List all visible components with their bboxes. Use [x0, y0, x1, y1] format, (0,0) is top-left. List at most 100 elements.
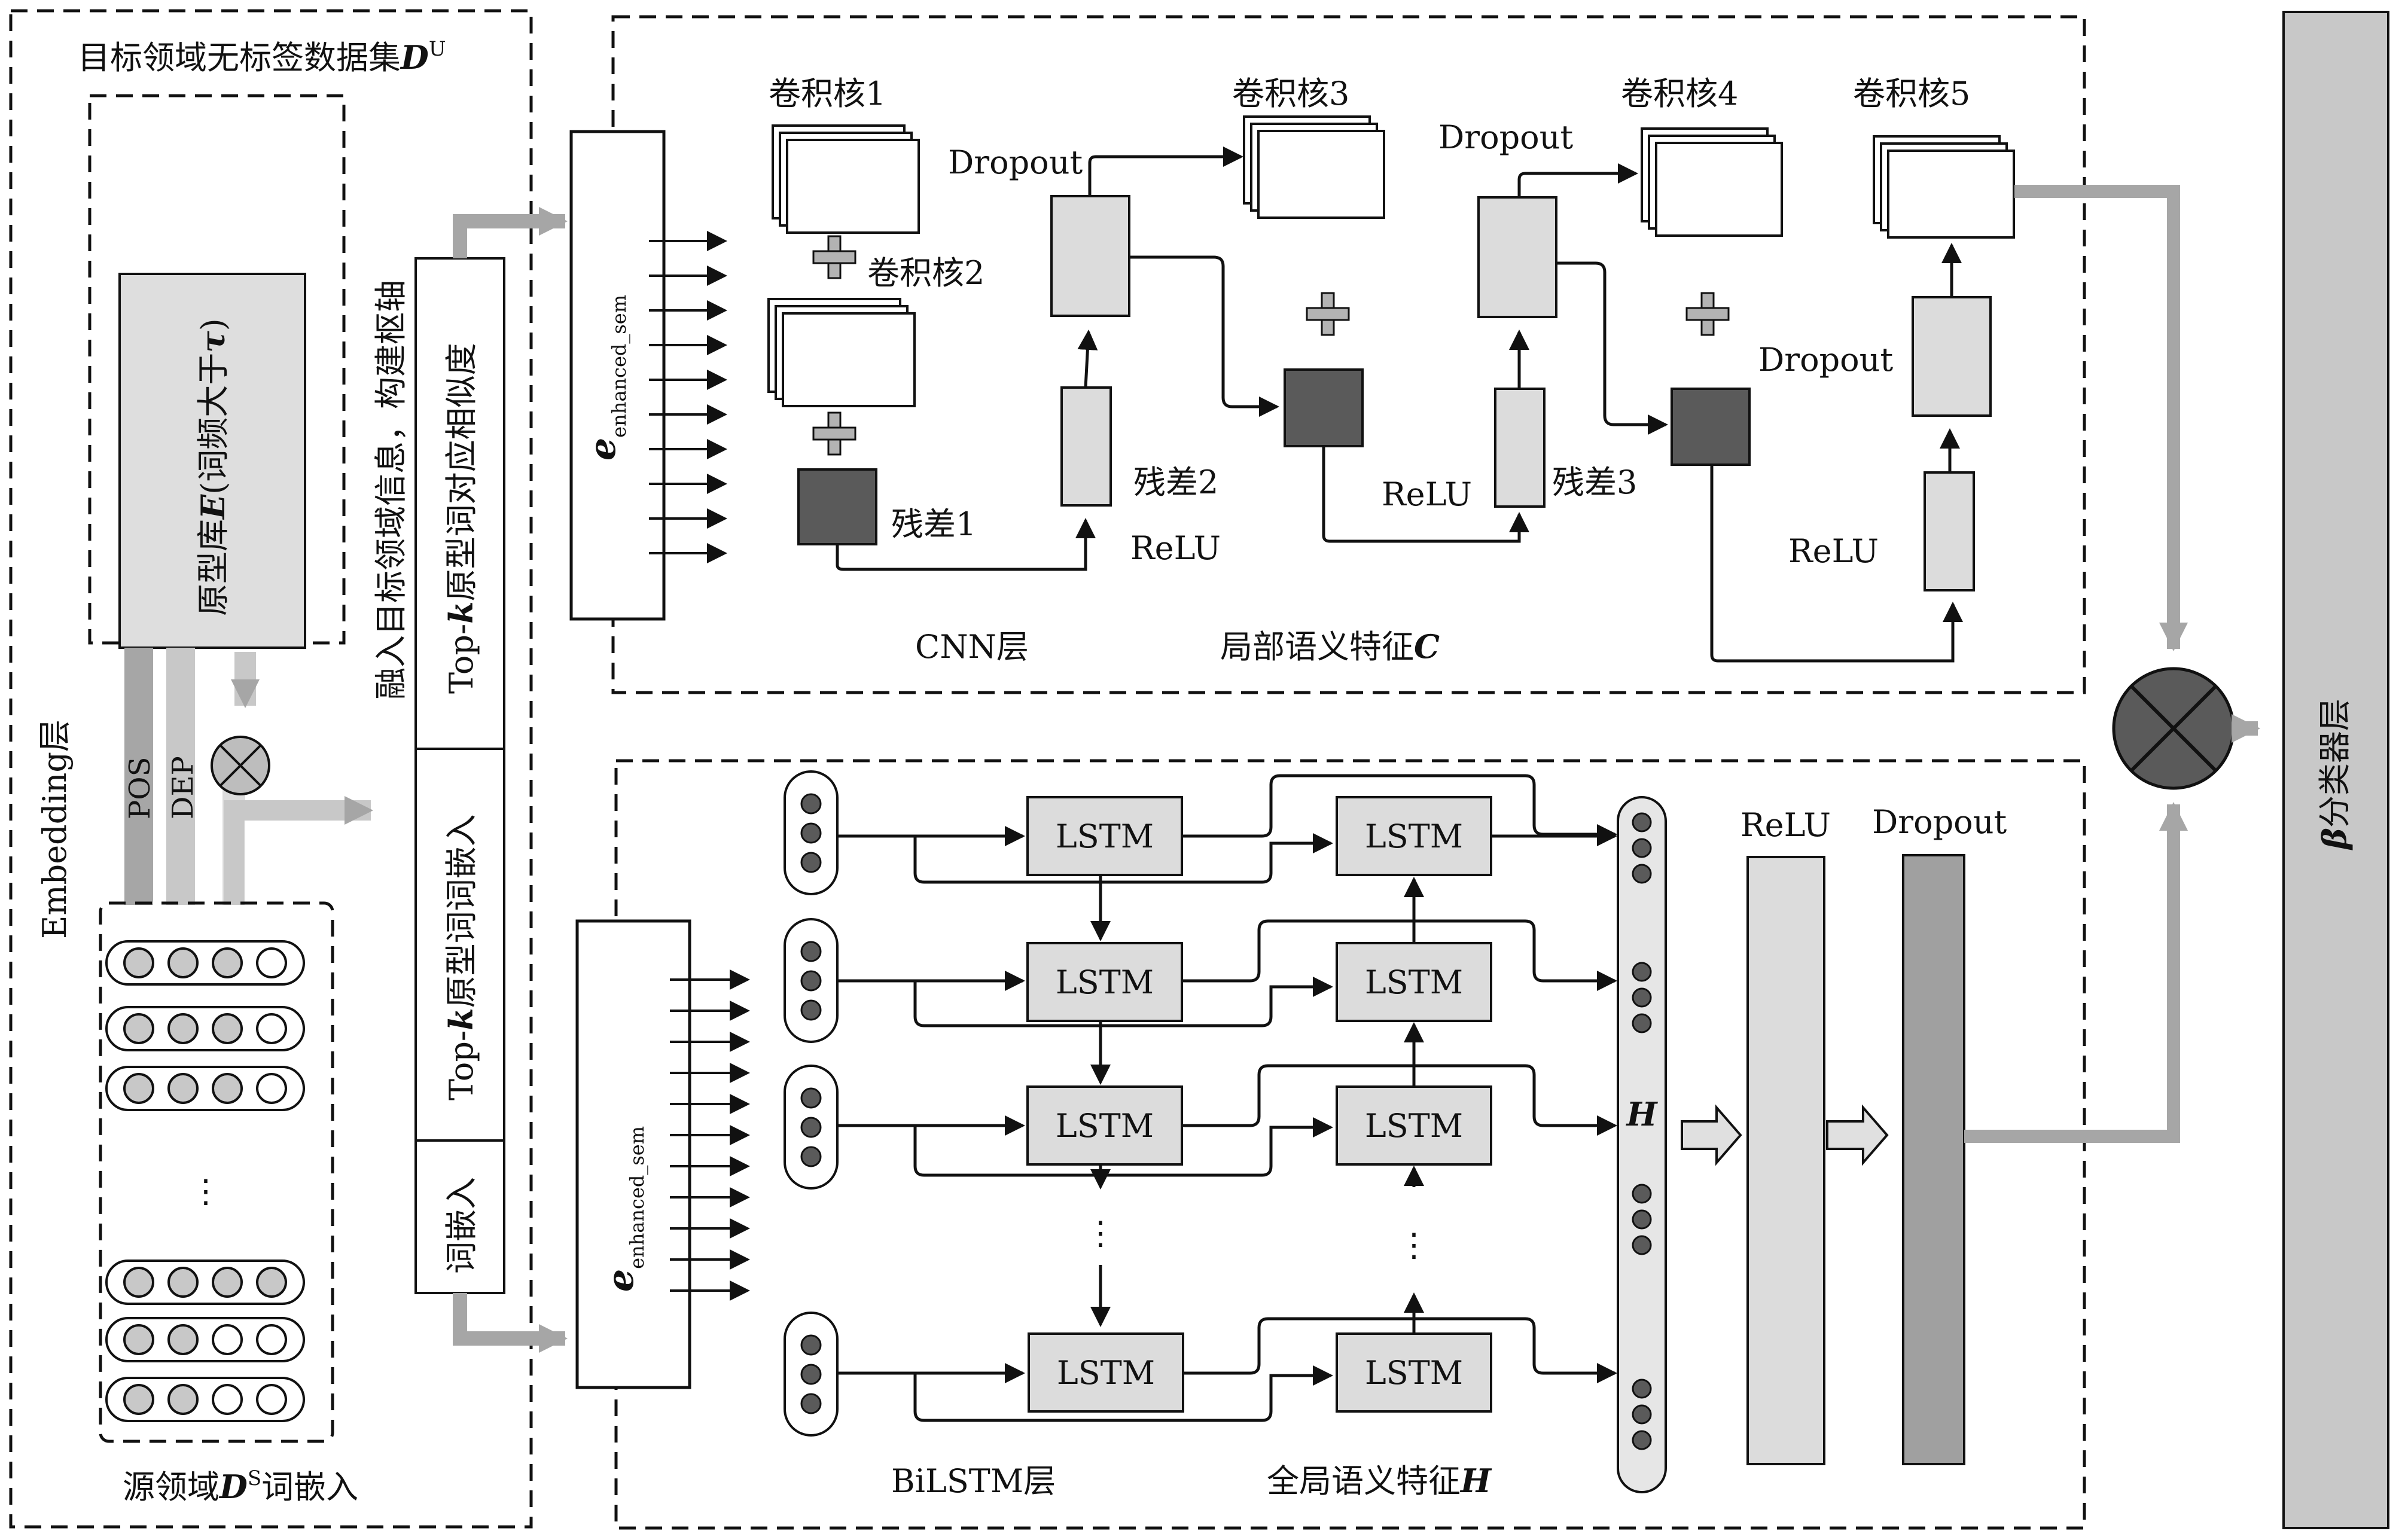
residual3-to-relu3-path	[1710, 465, 1963, 663]
source-embedding-label: 源领域DS词嵌入	[123, 1466, 358, 1506]
dropout3-label: Dropout	[1758, 341, 1893, 379]
bilstm-dropout-block	[1902, 854, 1965, 1465]
dropout2-to-residual3-path	[1556, 261, 1668, 435]
token-capsule	[784, 1065, 839, 1190]
source-embedding-box	[99, 901, 334, 1443]
residual2-to-relu2-path	[1322, 446, 1529, 543]
lstm-backward-cell	[1336, 796, 1492, 876]
h-dots	[1632, 812, 1652, 1450]
kernel3-stack	[1243, 115, 1385, 219]
embedding-ellipsis: ⋮	[190, 1172, 222, 1210]
source-embedding-rows: ⋮	[105, 940, 305, 1422]
lstm-forward-cell	[1026, 796, 1183, 876]
topk-similarity-label: Top-k原型词对应相似度	[442, 343, 480, 694]
embedding-row	[105, 1066, 305, 1111]
svg-text:LSTM: LSTM	[1056, 963, 1154, 1001]
embedding-row	[105, 1006, 305, 1051]
svg-text:LSTM: LSTM	[1056, 818, 1154, 855]
kernel4-stack	[1641, 127, 1783, 237]
global-feature-label: 全局语义特征H	[1267, 1462, 1492, 1500]
token-capsule	[784, 918, 839, 1043]
relu2-block	[1494, 388, 1546, 508]
left-panel	[9, 9, 533, 1529]
kernel5-stack	[1873, 135, 2015, 239]
residual3-block	[1671, 388, 1751, 466]
embedding-row	[105, 1260, 305, 1305]
kernel2-label: 卷积核2	[867, 254, 984, 292]
dropout3-block	[1912, 296, 1992, 417]
lstm-row: LSTM LSTM	[837, 774, 1617, 884]
residual1-to-relu-path	[836, 518, 1096, 571]
lstm-ellipsis-left: ⋮	[1084, 1214, 1117, 1252]
relu1-block	[1060, 386, 1112, 507]
classifier-layer	[2282, 11, 2389, 1529]
lstm-forward-cell	[1028, 1332, 1184, 1413]
h-capsule	[1617, 796, 1667, 1493]
bilstm-relu-block	[1746, 856, 1825, 1465]
kernel1-label: 卷积核1	[769, 75, 886, 112]
bilstm-input-box	[575, 919, 691, 1389]
cnn-layer-label: CNN层	[915, 628, 1029, 666]
h-to-relu-arrow	[1681, 1104, 1742, 1166]
embedding-row	[105, 1317, 305, 1362]
embedding-layer-label: Embedding层	[36, 719, 74, 939]
svg-text:LSTM: LSTM	[1365, 963, 1463, 1001]
residual2-block	[1284, 368, 1364, 447]
kernel4-label: 卷积核4	[1621, 75, 1738, 112]
plus-icon	[812, 411, 856, 456]
lstm-row: LSTM LSTM	[837, 919, 1617, 1027]
cnn-to-fusion-arrow	[2014, 185, 2188, 651]
cnn-input-label: eenhanced_sem	[582, 295, 630, 461]
svg-text:LSTM: LSTM	[1056, 1107, 1154, 1145]
classifier-layer-label: β分类器层	[2315, 699, 2354, 850]
cnn-input-arrows	[649, 231, 727, 563]
dropout1-to-kernel3-arrow	[1088, 147, 1243, 196]
lstm-row: LSTM LSTM	[837, 1317, 1617, 1422]
dropout2-label: Dropout	[1438, 118, 1573, 156]
dropout2-to-kernel4-arrow	[1517, 163, 1638, 197]
relu1-label: ReLU	[1130, 529, 1221, 567]
lstm-backward-cell	[1336, 1332, 1492, 1413]
word-embedding-label: 词嵌入	[443, 1177, 480, 1274]
dropout1-label: Dropout	[948, 144, 1083, 181]
residual3-label: 残差3	[1552, 463, 1637, 501]
bilstm-input-label: eenhanced_sem	[600, 1126, 648, 1292]
relu1-to-dropout1-arrow	[1077, 330, 1098, 388]
relu3-label: ReLU	[1788, 532, 1879, 570]
bilstm-relu-label: ReLU	[1740, 806, 1831, 844]
token-capsule	[784, 1312, 839, 1437]
to-bilstm-arrow	[453, 1293, 568, 1353]
relu2-label: ReLU	[1382, 475, 1472, 513]
bilstm-layer-label: BiLSTM层	[891, 1462, 1056, 1500]
h-capsule-label: H	[1625, 1095, 1658, 1133]
bilstm-dropout-label: Dropout	[1872, 803, 2007, 841]
svg-text:LSTM: LSTM	[1365, 818, 1463, 855]
cnn-input-box	[569, 130, 666, 621]
lstm-row: LSTM LSTM	[837, 1064, 1617, 1177]
topk-embedding-label: Top-k原型词词嵌入	[442, 814, 480, 1100]
to-cnn-arrow	[453, 207, 568, 258]
kernel3-label: 卷积核3	[1232, 75, 1349, 112]
plus-icon	[812, 235, 856, 279]
prototype-library-box	[118, 273, 306, 649]
local-feature-label: 局部语义特征C	[1220, 627, 1440, 666]
dropout1-block	[1050, 195, 1130, 317]
svg-text:LSTM: LSTM	[1057, 1354, 1155, 1392]
lstm-forward-cell	[1026, 1085, 1183, 1166]
pos-label: POS	[123, 757, 157, 819]
lstm-vertical-links	[1090, 875, 1424, 1334]
relu-to-dropout-arrow	[1826, 1104, 1889, 1166]
pos-bar	[124, 648, 153, 905]
kernel1-stack	[772, 124, 920, 234]
relu3-block	[1924, 471, 1975, 591]
embedding-row	[105, 940, 305, 986]
plus-icon	[1685, 292, 1730, 336]
dep-bar	[166, 648, 195, 905]
kernel5-label: 卷积核5	[1853, 75, 1970, 112]
lstm-backward-cell	[1336, 942, 1492, 1022]
dropout1-to-residual2-path	[1129, 255, 1279, 417]
word-embedding-box	[414, 1139, 505, 1294]
embedding-row	[105, 1377, 305, 1422]
plus-icon	[1306, 292, 1350, 336]
